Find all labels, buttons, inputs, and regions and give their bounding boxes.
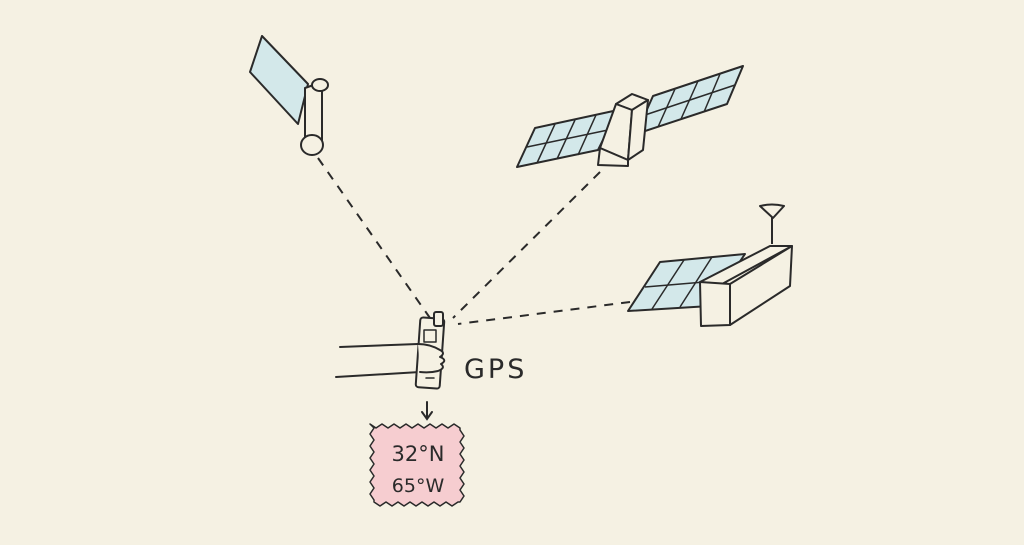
satellite-3-body-front <box>699 281 731 327</box>
satellite-1 <box>249 35 329 156</box>
signal-line-satellite-1 <box>317 157 431 319</box>
coordinate-readout: 32°N 65°W <box>369 423 465 507</box>
gps-antenna <box>433 311 444 327</box>
signal-line-satellite-3 <box>457 301 631 325</box>
satellite-2-body-side <box>627 99 649 161</box>
satellite-2 <box>516 65 744 168</box>
satellite-2-right-panel-grid <box>644 73 736 128</box>
gps-receiver-hand <box>335 311 446 390</box>
longitude-value: 65°W <box>392 475 445 497</box>
satellite-2-body-bottom <box>597 147 629 167</box>
satellite-3-body-side <box>729 245 793 326</box>
satellite-1-solar-panel <box>249 35 309 125</box>
gps-screen <box>423 329 437 343</box>
satellite-1-body-top <box>311 78 329 92</box>
signal-line-satellite-2 <box>452 171 601 319</box>
latitude-value: 32°N <box>392 442 445 466</box>
gps-label: GPS <box>464 354 527 385</box>
satellite-3-antenna-dish <box>759 203 785 219</box>
satellite-2-left-panel-grid <box>526 114 609 164</box>
fingers <box>417 343 446 374</box>
satellite-3 <box>627 203 793 327</box>
arrow-down-icon <box>421 401 433 421</box>
satellite-1-body-bottom <box>300 134 324 156</box>
readout-card <box>369 423 465 507</box>
signal-lines <box>317 157 631 325</box>
arm <box>335 343 421 378</box>
